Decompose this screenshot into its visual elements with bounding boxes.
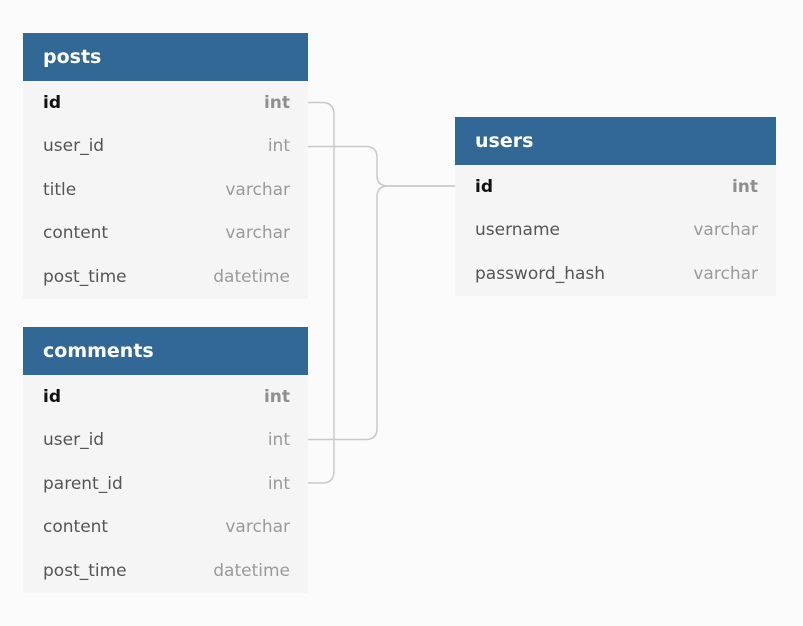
column-name: password_hash bbox=[475, 263, 606, 284]
table-row[interactable]: password_hash varchar bbox=[455, 252, 776, 296]
column-type: datetime bbox=[213, 266, 290, 287]
relation-posts-user-id-to-users-id bbox=[308, 145, 455, 187]
column-type: int bbox=[731, 176, 758, 197]
table-users[interactable]: users id int username varchar password_h… bbox=[455, 117, 776, 296]
column-type: int bbox=[263, 92, 290, 113]
column-name: post_time bbox=[43, 560, 127, 581]
column-name: title bbox=[43, 179, 77, 200]
column-name: id bbox=[43, 386, 61, 407]
column-name: username bbox=[475, 220, 560, 241]
table-row[interactable]: user_id int bbox=[23, 125, 308, 169]
table-comments-title: comments bbox=[23, 327, 308, 375]
table-posts-title: posts bbox=[23, 33, 308, 81]
table-posts[interactable]: posts id int user_id int title varchar c… bbox=[23, 33, 308, 299]
table-row[interactable]: parent_id int bbox=[23, 462, 308, 506]
column-name: post_time bbox=[43, 266, 127, 287]
column-type: int bbox=[267, 473, 290, 494]
table-row[interactable]: post_time datetime bbox=[23, 255, 308, 299]
column-name: id bbox=[43, 92, 61, 113]
column-type: datetime bbox=[213, 560, 290, 581]
column-type: int bbox=[267, 430, 290, 451]
column-name: parent_id bbox=[43, 473, 123, 494]
table-row[interactable]: user_id int bbox=[23, 419, 308, 463]
table-row[interactable]: content varchar bbox=[23, 212, 308, 256]
table-row[interactable]: username varchar bbox=[455, 209, 776, 253]
column-type: varchar bbox=[225, 179, 290, 200]
relation-comments-parent-id-to-posts-id bbox=[308, 101, 335, 484]
column-name: user_id bbox=[43, 430, 105, 451]
column-type: int bbox=[267, 136, 290, 157]
table-row[interactable]: id int bbox=[23, 81, 308, 125]
relation-comments-user-id-to-users-id bbox=[308, 185, 455, 441]
column-type: varchar bbox=[225, 223, 290, 244]
column-type: int bbox=[263, 386, 290, 407]
column-name: id bbox=[475, 176, 493, 197]
column-type: varchar bbox=[693, 263, 758, 284]
table-row[interactable]: post_time datetime bbox=[23, 549, 308, 593]
column-name: user_id bbox=[43, 136, 105, 157]
column-type: varchar bbox=[693, 220, 758, 241]
table-row[interactable]: title varchar bbox=[23, 168, 308, 212]
table-row[interactable]: id int bbox=[23, 375, 308, 419]
table-row[interactable]: id int bbox=[455, 165, 776, 209]
table-row[interactable]: content varchar bbox=[23, 506, 308, 550]
column-type: varchar bbox=[225, 517, 290, 538]
table-comments[interactable]: comments id int user_id int parent_id in… bbox=[23, 327, 308, 593]
table-users-title: users bbox=[455, 117, 776, 165]
column-name: content bbox=[43, 517, 109, 538]
column-name: content bbox=[43, 223, 109, 244]
